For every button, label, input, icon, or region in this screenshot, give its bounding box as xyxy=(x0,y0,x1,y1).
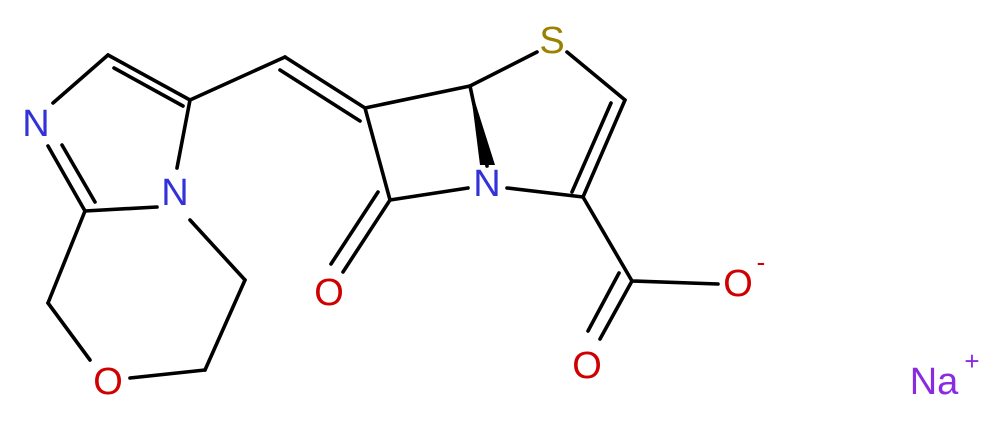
bond-ch-c6-double xyxy=(278,68,362,123)
bond-c7-n-lactam xyxy=(388,186,470,202)
bond-c6-c5-lactam xyxy=(363,84,472,110)
bond-c3-n-lactam xyxy=(505,186,585,199)
stereo-wedge xyxy=(470,86,495,165)
atom-o-ketone: O xyxy=(314,272,344,314)
atom-o-ring: O xyxy=(93,361,123,403)
bond-c5-s xyxy=(468,50,539,88)
bond-c6-c5 xyxy=(203,278,247,372)
bond-c-carboxyl-o-bottom-double xyxy=(586,271,621,333)
atom-labels: N N O S N O O - O Na + xyxy=(22,20,979,403)
bond-s-c2-thiazole xyxy=(565,50,627,102)
bond-c5-n-bridge xyxy=(188,218,247,282)
atom-n-imine: N xyxy=(22,103,49,145)
bond-ch-c6 xyxy=(283,55,367,110)
bond-c6-c7 xyxy=(363,106,392,202)
bond-c-carboxyl-o-top xyxy=(630,279,720,286)
charge-sodium: + xyxy=(964,346,979,376)
counterion-na: Na xyxy=(910,361,959,403)
atom-o-carboxylate-top: O xyxy=(723,263,753,305)
bond-c-carboxyl-o-bottom xyxy=(598,279,634,341)
charge-carboxylate: - xyxy=(757,247,766,277)
bond-c1-c2 xyxy=(106,53,192,102)
atom-s: S xyxy=(539,20,564,62)
bond-c2-c3-thiazole xyxy=(581,98,627,199)
bond-c7-o-ketone xyxy=(341,198,392,274)
bond-c7-o-ketone-double xyxy=(329,190,380,266)
bond-n-imine-c8a xyxy=(46,144,87,213)
atom-n-lactam: N xyxy=(473,163,500,205)
bond-c8a-c8 xyxy=(46,209,87,305)
bond-c1-n-imine xyxy=(51,53,110,105)
bond-c2-n-bridge xyxy=(175,98,192,170)
bond-c1-c2-double xyxy=(112,66,185,108)
atom-o-carboxylate-bottom: O xyxy=(572,345,602,387)
atom-n-bridge: N xyxy=(161,172,188,214)
bond-n-imine-c8a-double xyxy=(60,143,97,204)
bond-c5-n-lactam xyxy=(468,84,489,168)
bond-c3-c-carboxyl xyxy=(581,195,634,283)
bonds xyxy=(46,50,720,380)
bond-o-ring-c6 xyxy=(128,368,207,380)
bond-c2-c3-thiazole-double xyxy=(570,101,613,194)
bond-c2-ch xyxy=(188,55,287,102)
bond-n-bridge-c8a xyxy=(83,205,159,213)
bond-c8-o-ring xyxy=(46,301,92,362)
